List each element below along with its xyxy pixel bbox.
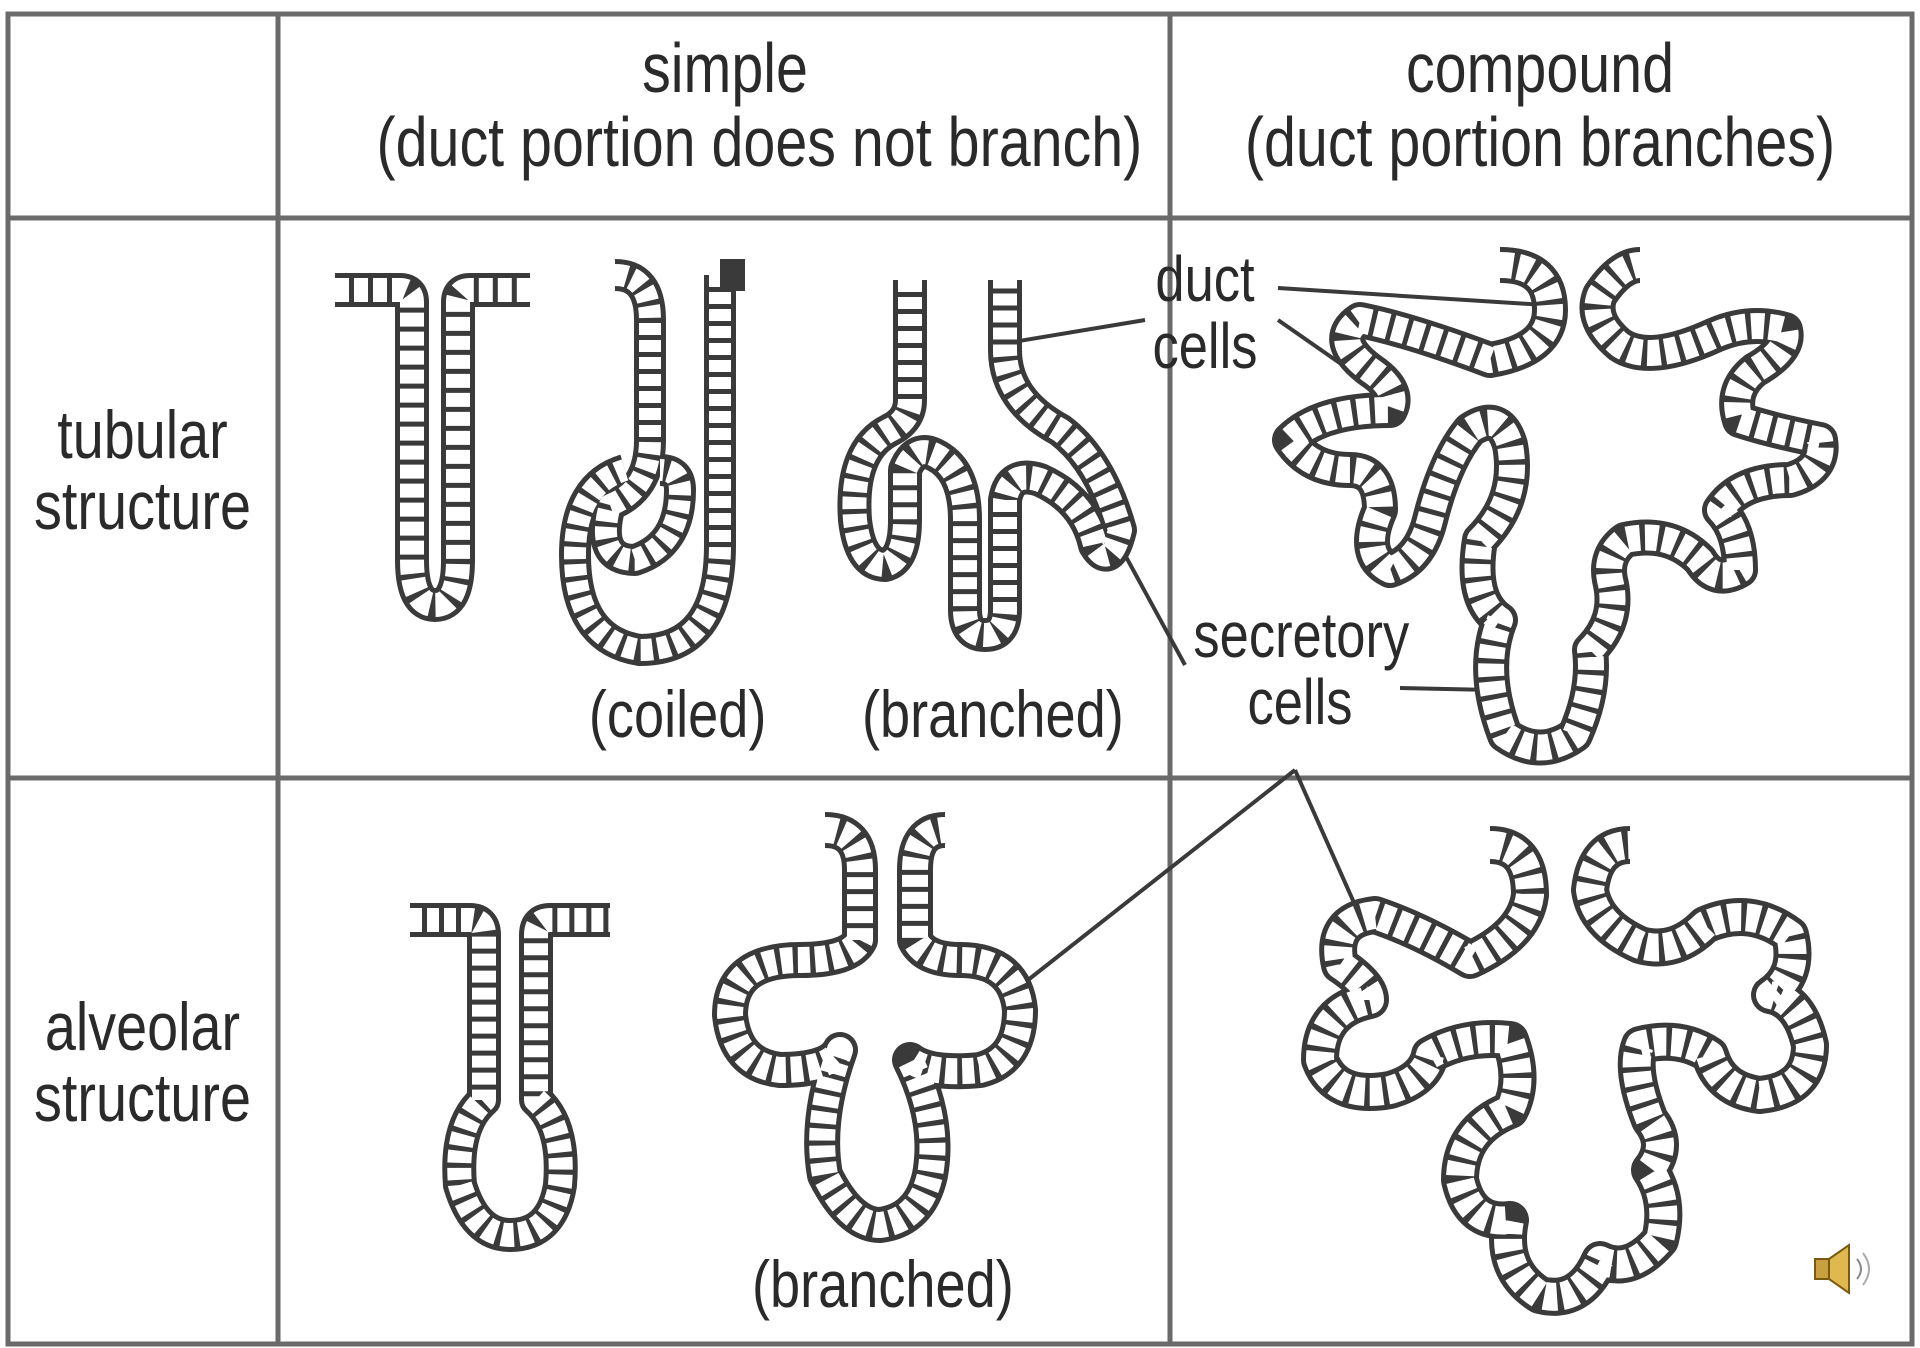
column-header-compound: compound (duct portion branches): [1245, 32, 1835, 179]
leader-secretory-to-alveolar: [1028, 770, 1295, 980]
leader-secretory-to-compound-alveolar: [1295, 770, 1355, 905]
speaker-icon[interactable]: [1815, 1245, 1869, 1293]
row-header-alveolar-line2: structure: [34, 1063, 251, 1134]
row-header-tubular-line1: tubular: [34, 400, 251, 471]
simple-alveolar-gland: [410, 920, 610, 1235]
leader-duct-to-compound: [1278, 288, 1545, 305]
column-header-simple: simple (duct portion does not branch): [377, 32, 1074, 179]
annotation-duct-cells-line1: duct: [1148, 246, 1263, 313]
row-header-tubular-line2: structure: [34, 471, 251, 542]
annotation-secretory-cells-line1: secretory: [1193, 602, 1406, 669]
annotation-duct-cells-line2: cells: [1148, 313, 1263, 380]
gland-drawings: [335, 265, 1821, 1297]
simple-coiled-tubular-gland: [575, 275, 745, 650]
leader-secretory-to-simple: [1125, 555, 1185, 665]
column-header-compound-title: compound: [1245, 32, 1835, 106]
annotation-secretory-cells-line2: cells: [1193, 669, 1406, 736]
annotation-secretory-cells: secretory cells: [1193, 602, 1406, 736]
simple-tubular-gland: [335, 290, 530, 605]
row-header-tubular: tubular structure: [34, 400, 251, 543]
column-header-compound-subtitle: (duct portion branches): [1245, 106, 1835, 180]
annotation-duct-cells: duct cells: [1148, 246, 1263, 380]
caption-tubular-coiled: (coiled): [589, 680, 761, 749]
caption-alveolar-branched: (branched): [752, 1250, 998, 1319]
column-header-simple-title: simple: [377, 32, 1074, 106]
row-header-alveolar: alveolar structure: [34, 992, 251, 1135]
simple-branched-alveolar-gland: [730, 830, 1020, 1225]
column-header-simple-subtitle: (duct portion does not branch): [377, 106, 1074, 180]
caption-tubular-branched: (branched): [862, 680, 1108, 749]
row-header-alveolar-line1: alveolar: [34, 992, 251, 1063]
simple-branched-tubular-gland: [854, 280, 1120, 635]
compound-alveolar-gland: [1320, 845, 1810, 1297]
